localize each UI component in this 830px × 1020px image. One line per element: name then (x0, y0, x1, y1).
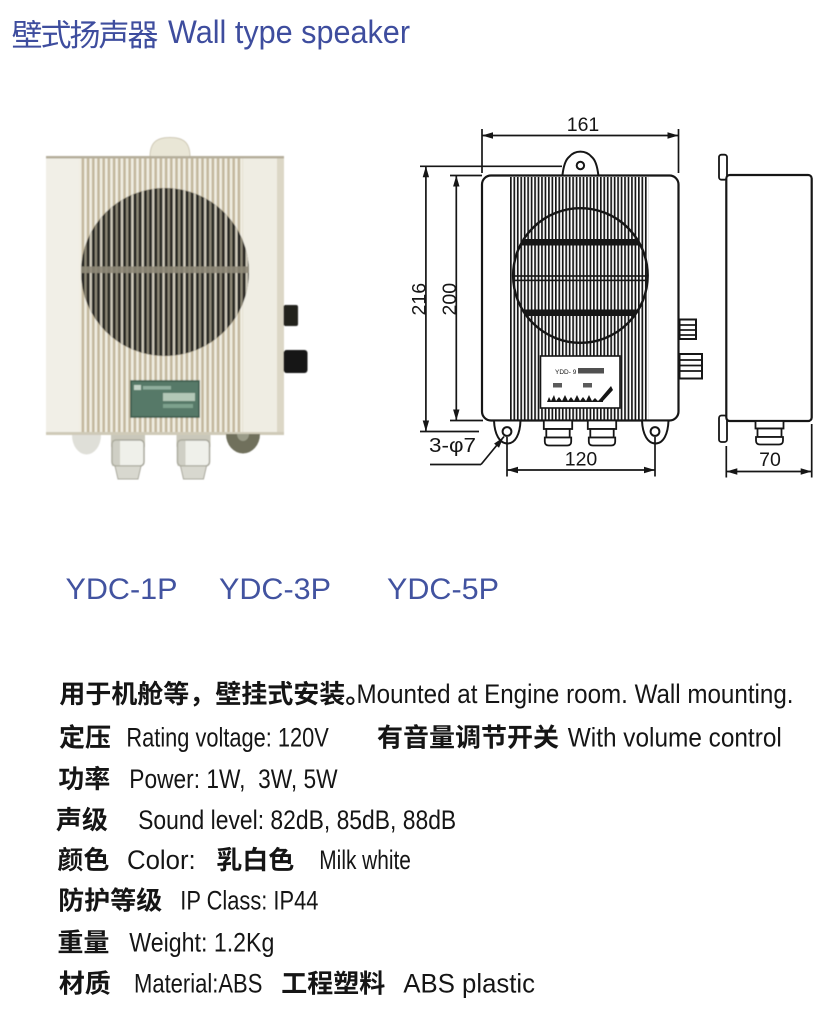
svg-text:Weight: 1.2Kg: Weight: 1.2Kg (129, 928, 274, 958)
svg-text:YDC-5P: YDC-5P (387, 573, 499, 606)
svg-text:IP Class: IP44: IP Class: IP44 (180, 886, 318, 916)
svg-text:161: 161 (567, 114, 600, 136)
svg-text:120: 120 (565, 449, 598, 471)
svg-text:3-φ7: 3-φ7 (429, 435, 476, 457)
svg-text:Milk white: Milk white (319, 845, 411, 875)
svg-text:Power: 1W, 3W, 5W: Power: 1W, 3W, 5W (129, 764, 338, 794)
svg-text:YDC-3P: YDC-3P (219, 573, 331, 606)
svg-text:Wall type speaker: Wall type speaker (168, 14, 410, 50)
svg-text:Material:ABS: Material:ABS (134, 969, 262, 999)
svg-text:Rating voltage: 120V: Rating voltage: 120V (126, 723, 328, 753)
svg-text:YDD- 9: YDD- 9 (555, 369, 577, 376)
svg-text:With volume control: With volume control (568, 723, 782, 753)
svg-text:Sound level: 82dB, 85dB, 88dB: Sound level: 82dB, 85dB, 88dB (138, 805, 456, 835)
svg-text:Mounted at Engine room. Wall m: Mounted at Engine room. Wall mounting. (357, 679, 794, 709)
svg-text:200: 200 (439, 283, 461, 316)
svg-text:70: 70 (759, 449, 781, 471)
svg-text:216: 216 (408, 283, 430, 316)
svg-text:Color:: Color: (127, 845, 196, 875)
svg-text:YDC-1P: YDC-1P (66, 573, 178, 606)
svg-text:ABS plastic: ABS plastic (403, 969, 535, 999)
